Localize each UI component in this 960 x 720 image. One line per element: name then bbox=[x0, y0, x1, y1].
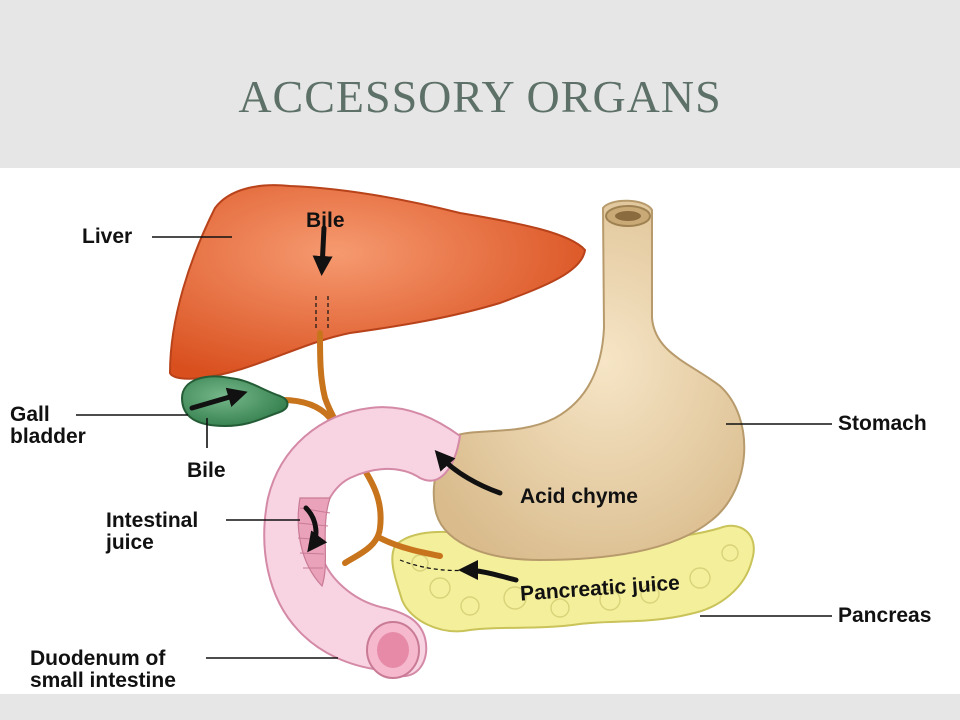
intestinal-juice-arrow bbox=[303, 505, 328, 553]
stomach-shape bbox=[432, 199, 746, 562]
label-liver: Liver bbox=[82, 225, 133, 248]
bile-arrow-top bbox=[312, 225, 333, 276]
label-bile-top: Bile bbox=[306, 209, 345, 232]
slide-title: ACCESSORY ORGANS bbox=[238, 71, 722, 122]
liver-shape bbox=[168, 184, 587, 380]
label-pancreas: Pancreas bbox=[838, 604, 932, 627]
pancreatic-juice-arrow bbox=[458, 560, 519, 583]
label-duodenum: Duodenum of small intestine bbox=[30, 647, 176, 692]
label-intestinal-juice: Intestinal juice bbox=[106, 509, 199, 554]
bile-arrow-gallbladder bbox=[189, 387, 248, 411]
label-acid-chyme: Acid chyme bbox=[520, 485, 638, 508]
gall-bladder-shape bbox=[180, 375, 289, 428]
digestive-organs-diagram bbox=[76, 184, 832, 679]
acid-chyme-arrow bbox=[434, 450, 503, 496]
label-bile-bottom: Bile bbox=[187, 459, 226, 482]
duodenum-shape bbox=[263, 406, 462, 678]
label-gall-bladder: Gall bladder bbox=[10, 403, 86, 448]
label-stomach: Stomach bbox=[838, 412, 927, 435]
diagram-panel: Liver Bile Gall bladder Bile Stomach Aci… bbox=[0, 168, 960, 694]
